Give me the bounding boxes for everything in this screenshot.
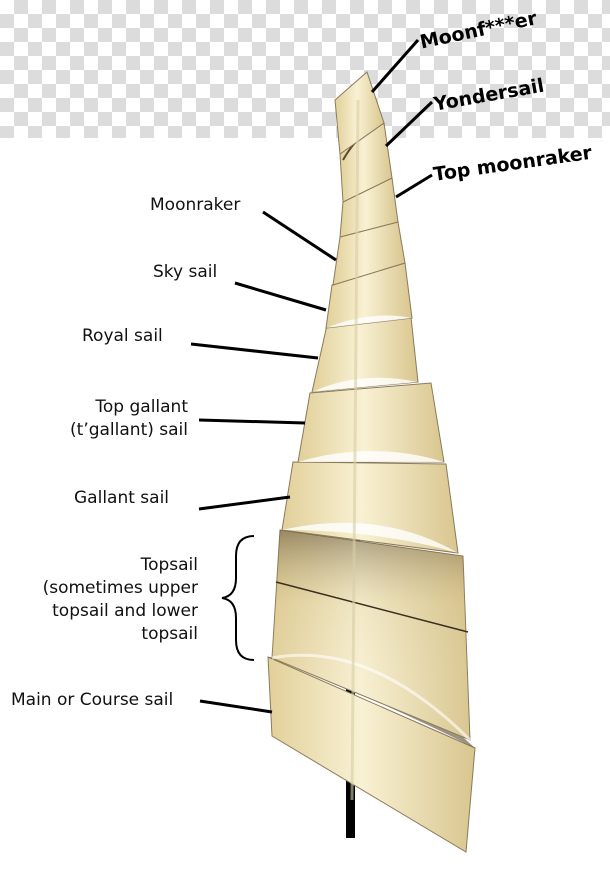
- moonfer-sail: [334, 71, 385, 155]
- label-top-gallant-line1: Top gallant: [95, 397, 188, 417]
- label-topsail-line1: Topsail: [140, 555, 198, 575]
- gallant-sail: [281, 461, 459, 554]
- label-moonraker: Moonraker: [150, 195, 241, 215]
- label-royal-sail: Royal sail: [82, 326, 163, 346]
- leader-moonfer: [370, 39, 420, 93]
- royal-sail: [311, 316, 419, 393]
- sky-sail: [325, 262, 413, 329]
- label-gallant-sail: Gallant sail: [74, 488, 170, 508]
- main-sail: [267, 656, 476, 853]
- topsail-brace: [221, 535, 255, 661]
- label-top-gallant: Top gallant (t’gallant) sail: [40, 396, 188, 442]
- mast-highlight: [350, 99, 360, 801]
- label-sky-sail: Sky sail: [153, 262, 218, 282]
- label-topsail-line2: (sometimes upper: [42, 578, 198, 598]
- transparency-checkerboard: [0, 0, 610, 138]
- topsail: [271, 529, 472, 742]
- label-topsail-line4: topsail: [141, 624, 198, 644]
- label-top-gallant-line2: (t’gallant) sail: [70, 420, 188, 440]
- label-topsail-line3: topsail and lower: [52, 601, 198, 621]
- label-main-sail: Main or Course sail: [11, 690, 174, 710]
- leader-lines: [190, 39, 434, 714]
- label-topsail: Topsail (sometimes upper topsail and low…: [10, 554, 198, 646]
- top-gallant-sail: [297, 382, 445, 463]
